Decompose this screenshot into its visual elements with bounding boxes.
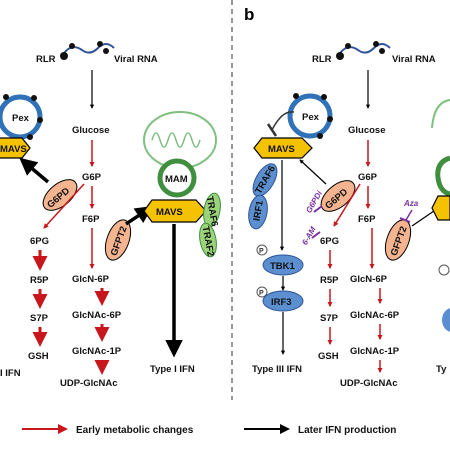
glucose-label: Glucose (72, 125, 110, 136)
traf6-a-label: TRAF6 (204, 195, 220, 227)
g6p-b-label: G6P (358, 172, 378, 183)
g6pdi-inhibit-bar (313, 205, 323, 213)
g6pd-b-node (320, 180, 356, 212)
6pg-label: 6PG (30, 236, 49, 247)
pex-label: Pex (12, 113, 30, 124)
tbk1-label: TBK1 (270, 261, 296, 272)
glcnac1p-label: GlcNAc-1P (72, 346, 122, 357)
inhibit-bar-pex (266, 123, 278, 137)
mam-node (157, 158, 197, 198)
traf2-a-node (199, 222, 217, 258)
r5p-b-label: R5P (320, 275, 339, 286)
type-iii-ifn-partial-label: I IFN (0, 368, 21, 379)
r5p-label: R5P (30, 275, 49, 286)
mavs-b-partial-node (431, 195, 450, 221)
mavs-mam-label: MAVS (156, 207, 183, 218)
mam-b-partial-icon (435, 155, 450, 197)
phospho-tbk1-icon (256, 244, 268, 256)
legend-later-label: Later IFN production (298, 425, 396, 436)
mavs-mam-node (143, 199, 207, 223)
glucose-b-label: Glucose (348, 125, 386, 136)
aza-label: Aza (403, 199, 419, 208)
traf6-b-node (252, 163, 278, 197)
type-iii-ifn-label: Type III IFN (252, 364, 302, 375)
mam-label: MAM (165, 174, 188, 185)
phospho-irf3-label: P (259, 290, 264, 297)
f6p-b-label: F6P (358, 214, 376, 225)
arrow-g6pd-mavs-b (299, 159, 327, 185)
glcnac1p-b-label: GlcNAc-1P (350, 346, 400, 357)
aza-inhibit-stem (405, 209, 413, 221)
udp-glcnac-b-label: UDP-GlcNAc (340, 378, 398, 389)
peroxisome-b-icon (287, 93, 333, 139)
inhibit-rlr-pex (271, 111, 295, 131)
s7p-label: S7P (30, 313, 49, 324)
viral-rna-b-label: Viral RNA (392, 54, 436, 65)
peroxisome-icon (0, 94, 43, 140)
phospho-tbk1-label: P (259, 248, 264, 255)
viral-rna-label: Viral RNA (114, 54, 158, 65)
blue-node-b-partial (442, 308, 450, 332)
f6p-label: F6P (82, 214, 100, 225)
panel-b: RLR Viral RNA Glucose G6P F6P Pex MAVS T… (248, 41, 450, 389)
tbk1-node (262, 254, 304, 276)
traf2-a-label: TRAF2 (200, 225, 216, 257)
glcn6p-label: GlcN-6P (72, 274, 110, 285)
irf1-label: IRF1 (252, 199, 267, 222)
panel-a: RLR Viral RNA Glucose G6P F6P Pex MAVS G… (0, 41, 221, 389)
irf3-label: IRF3 (271, 297, 292, 308)
arrow-g6p-6pg-b (333, 183, 361, 227)
glcnac6p-b-label: GlcNAc-6P (350, 310, 400, 321)
mavs-pex-label: MAVS (0, 144, 27, 155)
type-i-ifn-label: Type I IFN (150, 364, 195, 375)
irf1-node (248, 194, 268, 230)
rlr-label: RLR (36, 54, 56, 65)
irf3-node (262, 290, 304, 312)
glcn6p-b-label: GlcN-6P (350, 274, 388, 285)
pex-b-label: Pex (302, 112, 320, 123)
glcnac6p-label: GlcNAc-6P (72, 310, 122, 321)
udp-glcnac-label: UDP-GlcNAc (60, 378, 118, 389)
rlr-receptor-icon (60, 41, 115, 60)
arrow-g6p-6pg (43, 183, 85, 229)
mavs-pex-node (0, 137, 31, 159)
rlr-b-label: RLR (312, 54, 332, 65)
panel-b-letter: b (244, 5, 254, 24)
gsh-b-label: GSH (318, 351, 339, 362)
arrow-g6pd-mavs (19, 157, 50, 184)
rlr-receptor-b-icon (336, 41, 391, 60)
phospho-b-partial-icon (438, 264, 450, 276)
mitochondrion-b-partial-icon (431, 99, 450, 129)
legend: Early metabolic changes Later IFN produc… (22, 424, 396, 436)
g6p-label: G6P (82, 172, 102, 183)
aza-inhibit-bar (399, 217, 411, 223)
mavs-b-node (253, 137, 313, 159)
type-i-ifn-b-partial-label: Ty (436, 364, 447, 375)
6pg-b-label: 6PG (320, 236, 339, 247)
phospho-irf3-icon (256, 286, 268, 298)
gfpt2-node (104, 219, 132, 261)
6am-inhibit-bar (311, 231, 321, 239)
gsh-label: GSH (28, 351, 49, 362)
legend-early-label: Early metabolic changes (76, 425, 194, 436)
s7p-b-label: S7P (320, 313, 339, 324)
mavs-b-label: MAVS (268, 144, 295, 155)
